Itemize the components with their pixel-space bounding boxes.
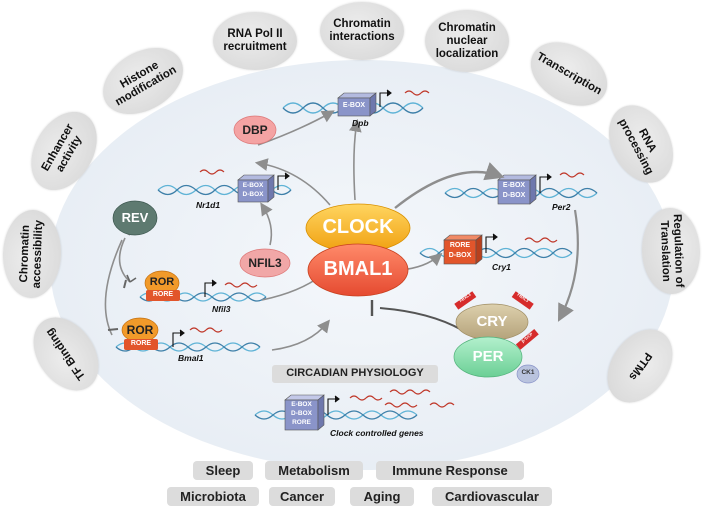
dbp-label: DBP bbox=[242, 123, 268, 137]
physio-aging: Aging bbox=[350, 487, 414, 506]
circadian-physiology-label: CIRCADIAN PHYSIOLOGY bbox=[286, 367, 424, 379]
rore-box-2 bbox=[124, 339, 158, 350]
ring-chromatin-nuclear-localization: Chromatin nuclear localization bbox=[425, 10, 509, 72]
dbox-nr1d1-label: D-BOX bbox=[242, 191, 264, 198]
ring-rna-pol2: RNA Pol II recruitment bbox=[213, 12, 297, 70]
ebox-nr1d1-label: E-BOX bbox=[242, 182, 264, 189]
physio-metabolism: Metabolism bbox=[265, 461, 363, 480]
bmal1-protein bbox=[307, 243, 409, 297]
gene-per2: Per2 bbox=[552, 202, 571, 212]
rore-box-1 bbox=[146, 290, 180, 301]
dbox-ccg-label: D-BOX bbox=[291, 410, 312, 417]
box-ccg bbox=[284, 394, 325, 431]
physio-cancer: Cancer bbox=[269, 487, 335, 506]
ring-chromatin-interactions: Chromatin interactions bbox=[320, 2, 404, 60]
dbp-protein bbox=[233, 115, 277, 145]
fbxl3-tags bbox=[454, 291, 539, 350]
ebox-per2-label: E-BOX bbox=[502, 182, 526, 189]
nfil3-protein bbox=[239, 248, 291, 278]
ebox-dpb-label: E-BOX bbox=[342, 102, 366, 109]
gene-cry1: Cry1 bbox=[492, 262, 511, 272]
gene-nr1d1: Nr1d1 bbox=[196, 200, 221, 210]
rev-protein bbox=[112, 200, 158, 236]
per-label: PER bbox=[472, 348, 504, 365]
rev-label: REV bbox=[121, 210, 149, 225]
ror-label-2: ROR bbox=[126, 323, 154, 337]
physio-microbiota: Microbiota bbox=[167, 487, 259, 506]
bmal1-label: BMAL1 bbox=[323, 258, 393, 280]
physio-sleep: Sleep bbox=[193, 461, 253, 480]
circadian-banner bbox=[272, 365, 438, 383]
gene-nfil3: Nfil3 bbox=[212, 304, 231, 314]
box-per2 bbox=[497, 174, 537, 205]
rore-label-2: RORE bbox=[130, 340, 152, 347]
regulatory-boxes bbox=[237, 92, 537, 431]
rore-ccg-label: RORE bbox=[292, 419, 311, 426]
dna-ccg bbox=[254, 410, 418, 420]
box-cry1 bbox=[443, 234, 483, 265]
rore-cry1-label: RORE bbox=[449, 242, 471, 249]
ebox-ccg-label: E-BOX bbox=[291, 401, 312, 408]
promoter-arrows bbox=[172, 89, 552, 415]
ck1-protein bbox=[516, 364, 540, 384]
box-nr1d1 bbox=[237, 174, 275, 203]
physio-cardiovascular: Cardiovascular bbox=[432, 487, 552, 506]
pathway-arrows bbox=[104, 110, 579, 351]
dbox-per2-label: D-BOX bbox=[502, 192, 526, 199]
nfil3-label: NFIL3 bbox=[248, 256, 282, 270]
gene-ccg: Clock controlled genes bbox=[330, 428, 424, 438]
gene-bmal1: Bmal1 bbox=[178, 353, 204, 363]
ror-label-1: ROR bbox=[149, 276, 175, 288]
cry-label: CRY bbox=[476, 313, 508, 330]
per-protein bbox=[453, 336, 523, 378]
gene-dpb: Dpb bbox=[352, 118, 369, 128]
rore-label-1: RORE bbox=[152, 291, 174, 298]
mrna-squiggles bbox=[189, 90, 585, 408]
dbox-cry1-label: D-BOX bbox=[448, 252, 472, 259]
clock-label: CLOCK bbox=[322, 216, 394, 238]
ebox-dpb bbox=[337, 92, 377, 117]
physio-immune-response: Immune Response bbox=[376, 461, 524, 480]
ck1-label: CK1 bbox=[521, 369, 535, 376]
